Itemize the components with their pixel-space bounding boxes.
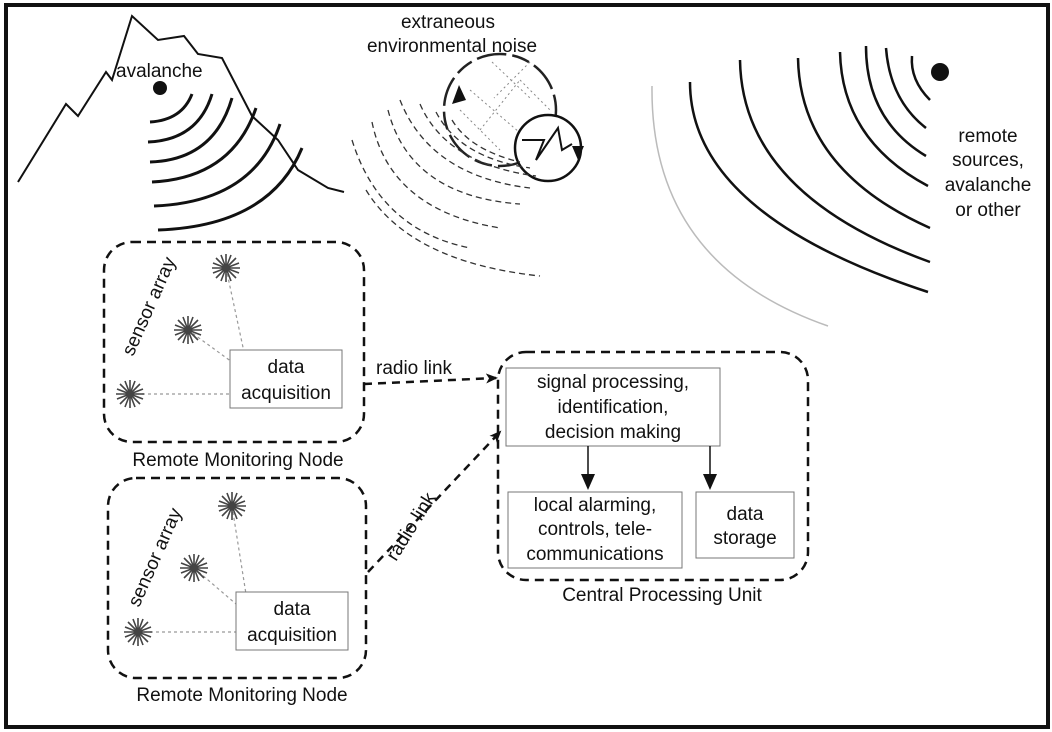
node-1-sensor-2 bbox=[174, 316, 202, 344]
cpu-arrowhead-storage bbox=[703, 474, 717, 490]
node-2-caption: Remote Monitoring Node bbox=[136, 685, 347, 706]
noise-waves bbox=[351, 99, 541, 277]
remote-label-line1: remote bbox=[958, 126, 1017, 147]
remote-sources-scene: remote sources, avalanche or other bbox=[651, 45, 1032, 327]
node-1-sensor-3 bbox=[116, 380, 144, 408]
node-2-sensor-3 bbox=[124, 618, 152, 646]
avalanche-label: avalanche bbox=[116, 61, 203, 82]
node-2-acquisition-line1: data bbox=[274, 599, 311, 620]
node-1-acquisition-box bbox=[229, 349, 343, 409]
noise-rotate-arrow-left bbox=[452, 85, 466, 104]
node-2-sensor-2 bbox=[180, 554, 208, 582]
noise-label-line1: extraneous bbox=[401, 12, 495, 33]
remote-wave-faint bbox=[651, 85, 829, 327]
node-2-wiring bbox=[138, 505, 247, 633]
node-1-acquisition-line1: data bbox=[268, 357, 305, 378]
cpu-storage-line1: data bbox=[727, 504, 764, 525]
node-1-wiring bbox=[130, 267, 245, 395]
cpu-processing-box bbox=[505, 367, 721, 447]
remote-label-line4: or other bbox=[955, 200, 1021, 221]
node-2-acquisition-box bbox=[235, 591, 349, 651]
node-2-sensor-1 bbox=[218, 492, 246, 520]
cpu-storage-box bbox=[695, 491, 795, 559]
remote-monitoring-node-2: sensor array data acquisition Remote Mon… bbox=[106, 476, 368, 706]
cpu-processing-line2: identification, bbox=[558, 397, 669, 418]
node-1-sensor-array-label: sensor array bbox=[118, 254, 180, 359]
mountain-outline bbox=[17, 14, 345, 193]
noise-circle-small bbox=[513, 113, 583, 183]
remote-source-dot bbox=[931, 63, 949, 81]
cpu-processing-line1: signal processing, bbox=[537, 372, 689, 393]
remote-label-line2: sources, bbox=[952, 150, 1024, 171]
noise-circle-large bbox=[442, 52, 558, 168]
node-2-acquisition-line2: acquisition bbox=[247, 625, 337, 646]
central-processing-unit: signal processing, identification, decis… bbox=[496, 350, 810, 606]
node-2-boundary bbox=[106, 476, 368, 680]
cpu-alarming-line3: communications bbox=[526, 544, 663, 565]
diagram-frame bbox=[4, 3, 1050, 729]
environmental-noise-scene: extraneous environmental noise bbox=[351, 12, 584, 277]
radio-link-2-arrow bbox=[367, 430, 502, 573]
node-1-caption: Remote Monitoring Node bbox=[132, 450, 343, 471]
cpu-alarming-box bbox=[507, 491, 683, 569]
noise-zigzag bbox=[522, 125, 573, 161]
avalanche-scene: avalanche bbox=[17, 14, 345, 232]
cpu-storage-line2: storage bbox=[713, 528, 776, 549]
node-1-sensor-1 bbox=[212, 254, 240, 282]
noise-label-line2: environmental noise bbox=[367, 36, 537, 57]
cpu-alarming-line1: local alarming, bbox=[534, 495, 657, 516]
radio-link-2-label: radio link bbox=[382, 489, 440, 565]
node-1-acquisition-line2: acquisition bbox=[241, 383, 331, 404]
node-1-boundary bbox=[102, 240, 366, 444]
cpu-arrowhead-alarming bbox=[581, 474, 595, 490]
cpu-boundary bbox=[496, 350, 810, 582]
remote-monitoring-node-1: sensor array data acquisition Remote Mon… bbox=[102, 240, 366, 471]
cpu-alarming-line2: controls, tele- bbox=[538, 519, 652, 540]
remote-label-line3: avalanche bbox=[945, 175, 1032, 196]
avalanche-source-dot bbox=[153, 81, 167, 95]
node-2-sensor-array-label: sensor array bbox=[124, 505, 186, 610]
noise-rotate-arrow-right bbox=[572, 146, 584, 160]
cpu-processing-line3: decision making bbox=[545, 422, 681, 443]
avalanche-waves bbox=[147, 93, 304, 232]
radio-link-1-label: radio link bbox=[376, 358, 453, 379]
radio-links: radio link radio link bbox=[363, 358, 502, 573]
cpu-caption: Central Processing Unit bbox=[562, 585, 762, 606]
remote-waves bbox=[688, 45, 931, 294]
